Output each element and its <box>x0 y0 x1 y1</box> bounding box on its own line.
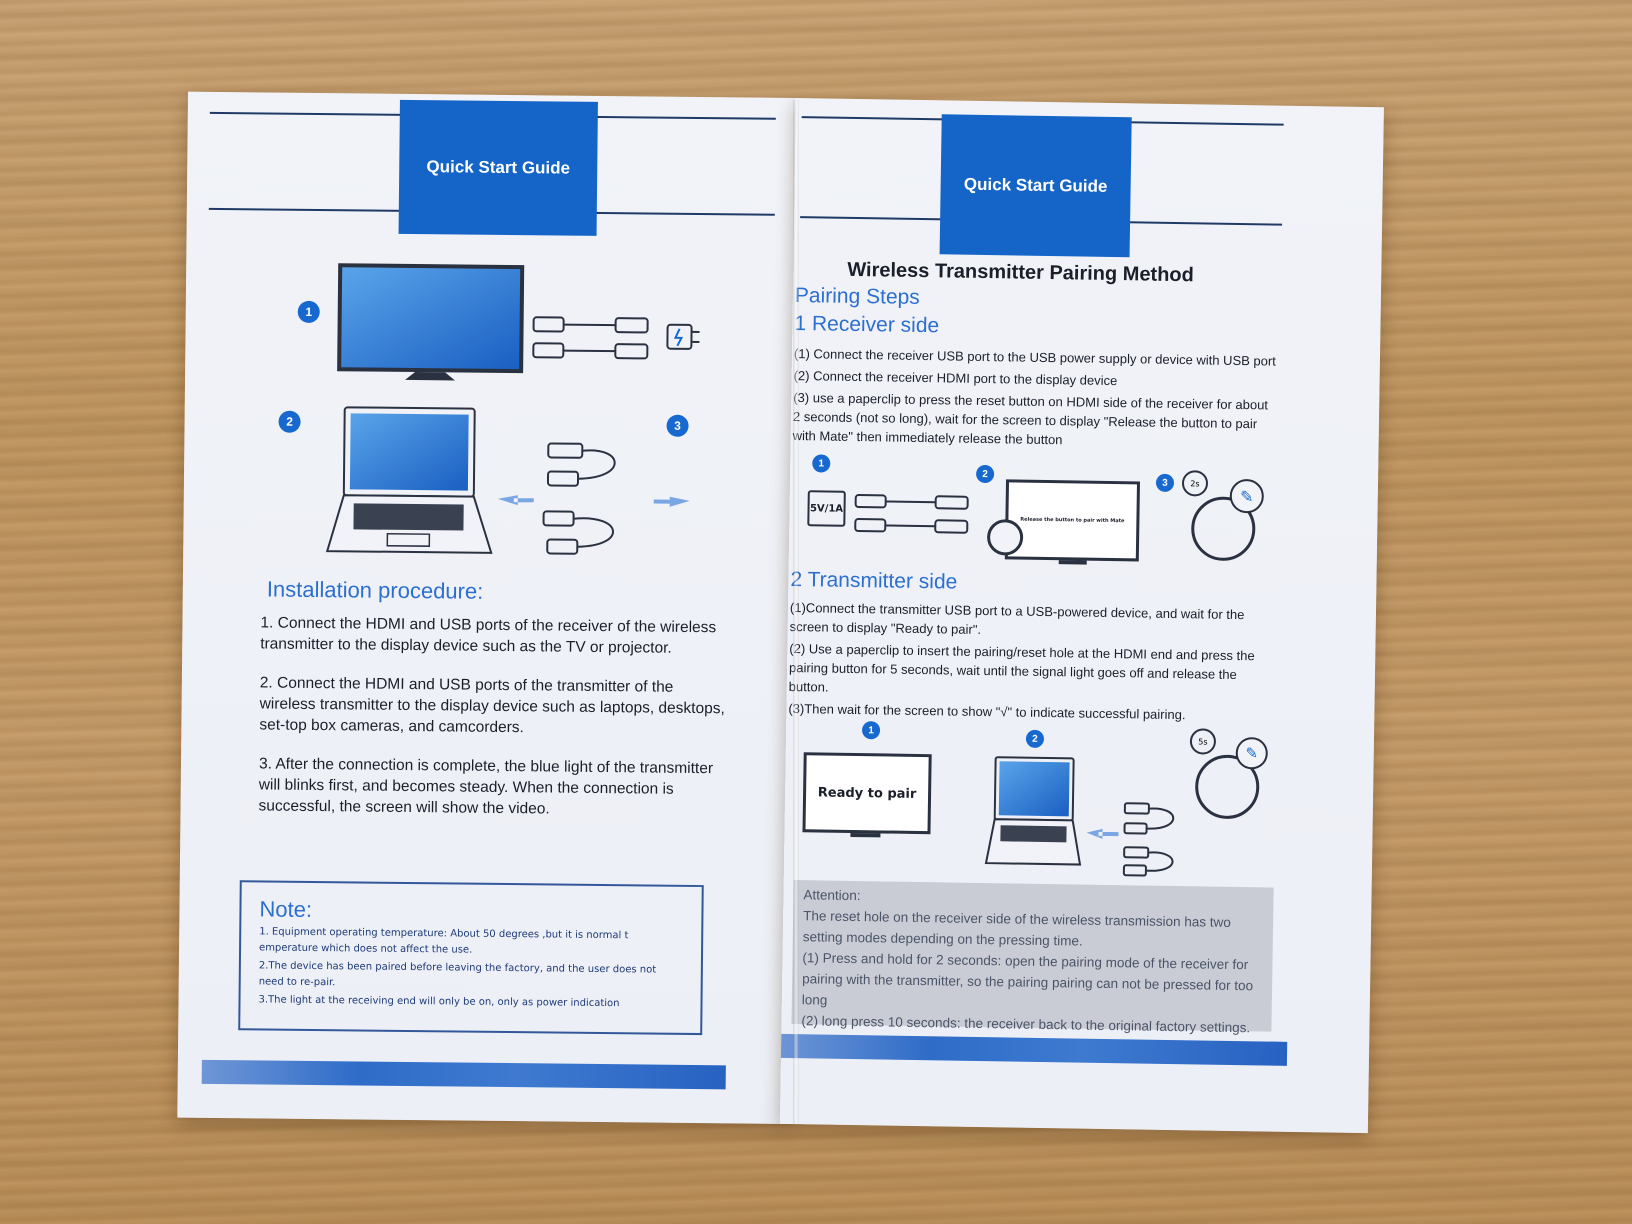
laptop-icon <box>325 406 493 554</box>
tv-stand-icon <box>1058 560 1087 565</box>
right-page: Quick Start Guide Wireless Transmitter P… <box>779 98 1384 1134</box>
receiver-cable-icon <box>854 494 969 534</box>
footer-bar <box>779 1033 1288 1066</box>
installation-step-2: 2. Connect the HDMI and USB ports of the… <box>259 674 725 737</box>
timer-label: 2s <box>1190 478 1200 488</box>
hdmi-cable-icon <box>532 316 649 360</box>
banner-title: Quick Start Guide <box>963 174 1108 196</box>
banner-title: Quick Start Guide <box>426 157 571 178</box>
receiver-side-heading: 1 Receiver side <box>794 312 940 338</box>
receiver-step-3: (3) use a paperclip to press the reset b… <box>792 389 1269 448</box>
tv-receiver-diagram <box>337 263 700 381</box>
transmitter-step-3: (3)Then wait for the screen to show "√" … <box>788 700 1186 723</box>
transmitter-steps: (1)Connect the transmitter USB port to a… <box>788 598 1272 729</box>
note-item-1: 1. Equipment operating temperature: Abou… <box>259 926 629 956</box>
attention-line-2: (1) Press and hold for 2 seconds: open t… <box>801 950 1254 1008</box>
pairing-steps-heading: Pairing Steps <box>794 284 920 309</box>
receiver-step-number-2: 2 <box>975 464 995 484</box>
transmitter-laptop-diagram <box>984 756 1175 877</box>
note-item-2: 2.The device has been paired before leav… <box>258 960 657 989</box>
note-title: Note: <box>259 896 313 922</box>
tv-stand-icon <box>850 832 881 838</box>
receiver-tv-screen: Release the button to pair with Mate <box>1004 479 1141 562</box>
transmitter-cable-icon <box>542 442 616 555</box>
quick-start-banner: Quick Start Guide <box>398 99 598 236</box>
left-page: Quick Start Guide 1 2 3 <box>177 91 796 1124</box>
transmitter-step-1: (1)Connect the transmitter USB port to a… <box>789 599 1245 637</box>
attention-line-1: The reset hole on the receiver side of t… <box>802 908 1231 949</box>
timer-label: 5s <box>1198 736 1208 747</box>
transmitter-cable-icon <box>1122 802 1175 877</box>
transmitter-side-heading: 2 Transmitter side <box>790 567 958 594</box>
installation-step-3: 3. After the connection is complete, the… <box>258 755 714 818</box>
installation-step-1: 1. Connect the HDMI and USB ports of the… <box>260 614 717 657</box>
installation-heading: Installation procedure: <box>266 576 484 604</box>
right-arrow-icon <box>653 496 690 507</box>
receiver-step-number-1: 1 <box>812 454 831 473</box>
transmitter-step-number-1: 1 <box>861 721 881 740</box>
receiver-step-number-3: 3 <box>1155 473 1175 492</box>
power-adapter-icon <box>666 323 700 350</box>
ready-to-pair-text: Ready to pair <box>817 784 917 802</box>
quick-start-banner: Quick Start Guide <box>939 114 1132 258</box>
footer-bar <box>201 1059 726 1090</box>
transmitter-step-number-2: 2 <box>1025 729 1045 748</box>
step-number-2: 2 <box>278 410 301 433</box>
power-label: 5V/1A <box>809 502 844 515</box>
receiver-steps: (1) Connect the receiver USB port to the… <box>793 344 1277 456</box>
ready-tv-screen: Ready to pair <box>802 752 932 835</box>
timer-icon: 2s <box>1181 470 1209 497</box>
note-item-3: 3.The light at the receiving end will on… <box>258 994 620 1010</box>
timer-icon: 5s <box>1189 728 1217 755</box>
note-box: Note: 1. Equipment operating temperature… <box>238 880 704 1036</box>
attention-box: Attention: The reset hole on the receive… <box>791 880 1274 1035</box>
left-arrow-icon <box>497 495 534 506</box>
step-number-1: 1 <box>297 300 320 324</box>
booklet-fold <box>793 100 799 1124</box>
laptop-transmitter-diagram <box>325 406 690 555</box>
paperclip-icon: ✎ <box>1229 478 1265 514</box>
laptop-icon <box>984 756 1082 866</box>
pairing-method-title: Wireless Transmitter Pairing Method <box>847 258 1195 287</box>
note-items: 1. Equipment operating temperature: Abou… <box>258 924 683 1012</box>
transmitter-step-2: (2) Use a paperclip to insert the pairin… <box>788 640 1255 695</box>
installation-steps: 1. Connect the HDMI and USB ports of the… <box>258 612 730 839</box>
power-supply-icon: 5V/1A <box>807 490 846 527</box>
tv-screen-message: Release the button to pair with Mate <box>1020 516 1125 525</box>
left-arrow-icon <box>1086 828 1119 839</box>
paperclip-icon: ✎ <box>1235 736 1269 770</box>
